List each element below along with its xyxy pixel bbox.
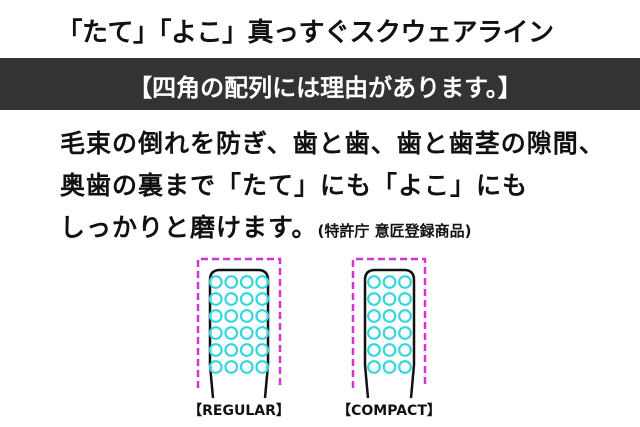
regular-bristle-tuft <box>208 292 223 306</box>
regular-bristle-tuft <box>239 343 254 357</box>
compact-size-outline <box>351 257 427 388</box>
compact-bristle-tuft <box>367 343 381 357</box>
regular-bristle-tuft <box>224 292 239 306</box>
regular-label: 【REGULAR】 <box>188 403 290 419</box>
regular-size-outline <box>196 257 282 388</box>
compact-brush-head-outline <box>363 268 416 399</box>
regular-brush-head-outline <box>208 268 270 399</box>
regular-bristle-tuft <box>255 292 270 306</box>
regular-bristle-tuft <box>208 326 223 340</box>
compact-label: 【COMPACT】 <box>337 403 441 419</box>
regular-bristle-tuft <box>239 326 254 340</box>
compact-bristle-tuft <box>367 275 381 289</box>
body-line-3: しっかりと磨けます。(特許庁 意匠登録商品) <box>60 208 471 244</box>
compact-bristle-tuft <box>367 360 381 374</box>
compact-bristle-tuft <box>382 343 397 357</box>
regular-bristle-tuft <box>208 360 223 374</box>
regular-bristle-tuft <box>239 275 254 289</box>
regular-bristle-tuft <box>255 360 270 374</box>
regular-bristle-tuft <box>255 343 270 357</box>
compact-bristle-tuft <box>382 309 397 323</box>
compact-bristle-tuft <box>398 292 412 306</box>
compact-bristle-tuft <box>367 309 381 323</box>
compact-bristle-tuft <box>398 309 412 323</box>
regular-bristle-tuft <box>224 360 239 374</box>
body-line-3-text: しっかりと磨けます。 <box>60 213 318 242</box>
regular-bristle-tuft <box>208 275 223 289</box>
headline: 「たて」「よこ」真っすぐスクウェアライン <box>56 18 554 48</box>
regular-bristle-tuft <box>224 326 239 340</box>
banner-text: 【四角の配列には理由があります。】 <box>128 74 522 102</box>
compact-bristle-tuft <box>382 292 397 306</box>
compact-bristle-tuft <box>398 275 412 289</box>
regular-bristle-tuft <box>208 343 223 357</box>
regular-bristle-tuft <box>255 275 270 289</box>
compact-bristle-tuft <box>398 326 412 340</box>
compact-bristle-tuft <box>382 275 397 289</box>
compact-bristle-tuft <box>382 360 397 374</box>
regular-bristle-tuft <box>239 292 254 306</box>
body-line-2: 奥歯の裏まで「たて」にも「よこ」にも <box>60 171 529 200</box>
banner-band <box>0 58 640 110</box>
regular-bristle-tuft <box>239 309 254 323</box>
regular-bristle-tuft <box>208 309 223 323</box>
regular-bristle-tuft <box>239 360 254 374</box>
regular-bristle-tuft <box>255 326 270 340</box>
body-line-1: 毛束の倒れを防ぎ、歯と歯、歯と歯茎の隙間、 <box>60 129 605 158</box>
compact-bristle-tuft <box>367 292 381 306</box>
regular-bristle-tuft <box>224 343 239 357</box>
regular-bristle-tuft <box>224 275 239 289</box>
compact-bristle-tuft <box>398 360 412 374</box>
compact-bristle-tuft <box>398 343 412 357</box>
compact-bristle-tuft <box>367 326 381 340</box>
regular-bristle-tuft <box>224 309 239 323</box>
regular-bristle-tuft <box>255 309 270 323</box>
compact-bristle-tuft <box>382 326 397 340</box>
patent-note: (特許庁 意匠登録商品) <box>317 222 472 240</box>
